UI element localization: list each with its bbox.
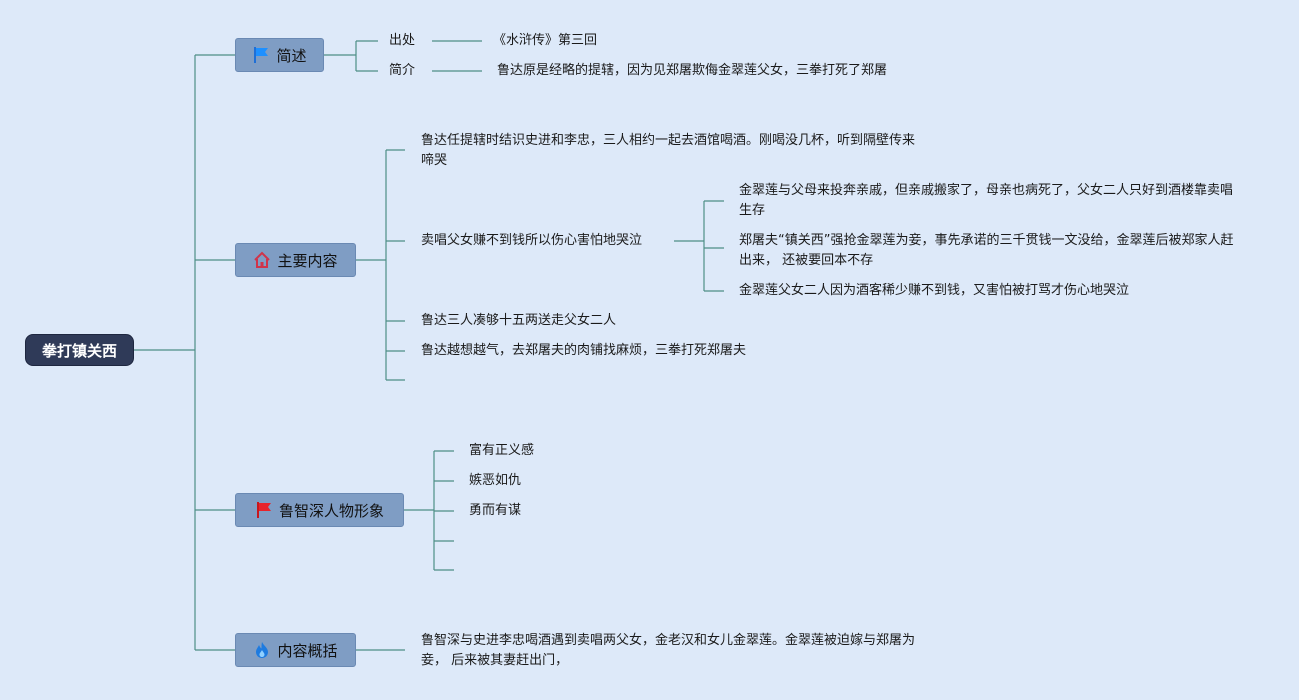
sub-item-3: 金翠莲父女二人因为酒客稀少赚不到钱，又害怕被打骂才伤心地哭泣 bbox=[739, 283, 1130, 298]
branch-summary-label: 简述 bbox=[276, 46, 307, 65]
branch-main-content[interactable]: 主要内容 bbox=[235, 243, 356, 277]
sub-item-1: 金翠莲与父母来投奔亲戚，但亲戚搬家了，母亲也病死了，父女二人只好到酒楼靠卖唱生存 bbox=[739, 183, 1234, 218]
intro-label: 简介 bbox=[389, 63, 416, 78]
overview-text: 鲁智深与史进李忠喝酒遇到卖唱两父女，金老汉和女儿金翠莲。金翠莲被迫嫁与郑屠为妾，… bbox=[421, 633, 916, 668]
main-item-4: 鲁达越想越气，去郑屠夫的肉铺找麻烦，三拳打死郑屠夫 bbox=[421, 343, 747, 358]
root-node[interactable]: 拳打镇关西 bbox=[25, 334, 134, 366]
trait-2: 嫉恶如仇 bbox=[469, 473, 522, 488]
main-item-1: 鲁达任提辖时结识史进和李忠，三人相约一起去酒馆喝酒。刚喝没几杯，听到隔壁传来啼哭 bbox=[421, 133, 916, 168]
source-value: 《水浒传》第三回 bbox=[493, 33, 598, 48]
branch-overview[interactable]: 内容概括 bbox=[235, 633, 356, 667]
branch-summary[interactable]: 简述 bbox=[235, 38, 324, 72]
branch-overview-label: 内容概括 bbox=[277, 641, 338, 660]
blue-flag-icon bbox=[252, 46, 270, 64]
branch-main-content-label: 主要内容 bbox=[277, 251, 338, 270]
main-item-3: 鲁达三人凑够十五两送走父女二人 bbox=[421, 313, 617, 328]
branch-character[interactable]: 鲁智深人物形象 bbox=[235, 493, 404, 527]
branch-character-label: 鲁智深人物形象 bbox=[278, 501, 384, 520]
house-icon bbox=[253, 251, 271, 269]
red-flag-icon bbox=[255, 501, 273, 519]
trait-3: 勇而有谋 bbox=[469, 503, 522, 518]
trait-1: 富有正义感 bbox=[469, 443, 535, 458]
main-item-2: 卖唱父女赚不到钱所以伤心害怕地哭泣 bbox=[421, 233, 643, 248]
flame-icon bbox=[253, 641, 271, 659]
source-label: 出处 bbox=[389, 33, 416, 48]
sub-item-2: 郑屠夫“镇关西”强抢金翠莲为妾，事先承诺的三千贯钱一文没给，金翠莲后被郑家人赶出… bbox=[739, 233, 1234, 268]
intro-value: 鲁达原是经略的提辖，因为见郑屠欺侮金翠莲父女，三拳打死了郑屠 bbox=[497, 63, 888, 78]
